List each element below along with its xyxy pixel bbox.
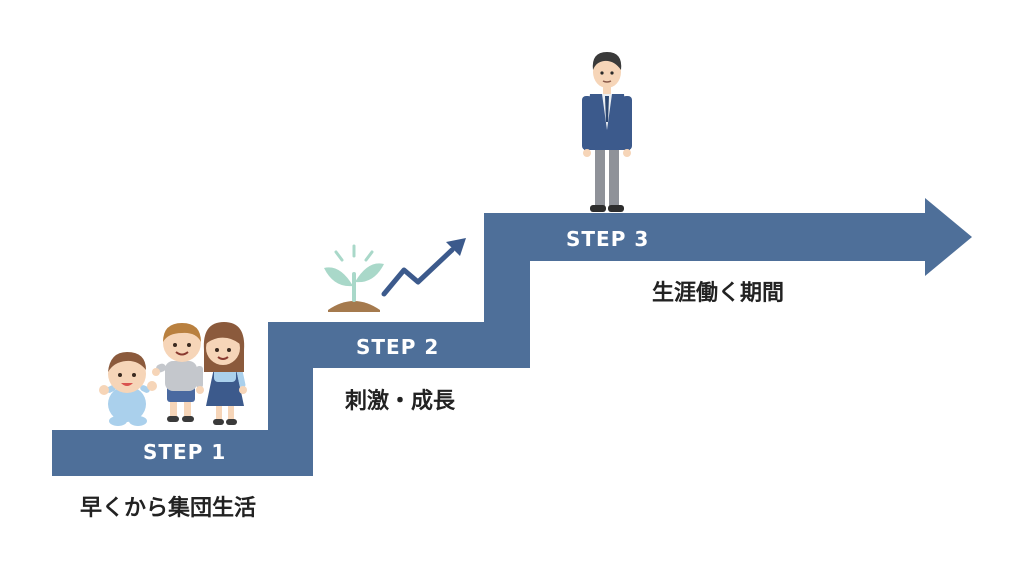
- step-2-label: STEP 2: [356, 335, 440, 359]
- businessman-icon: [582, 52, 632, 212]
- sprout-icon: [324, 244, 384, 312]
- girl-figure: [203, 322, 247, 425]
- step-1-caption: 早くから集団生活: [80, 496, 257, 521]
- staircase-arrow: [52, 198, 972, 476]
- step-2-caption: 刺激・成長: [345, 389, 456, 414]
- step-3-caption: 生涯働く期間: [652, 281, 785, 306]
- step-1-label: STEP 1: [143, 440, 227, 464]
- growth-arrow-icon: [381, 238, 466, 297]
- boy-figure: [152, 323, 204, 422]
- step-3-label: STEP 3: [566, 227, 650, 251]
- baby-figure: [99, 352, 157, 426]
- children-icon: [99, 322, 247, 426]
- sprout-growth-icon: [324, 238, 466, 312]
